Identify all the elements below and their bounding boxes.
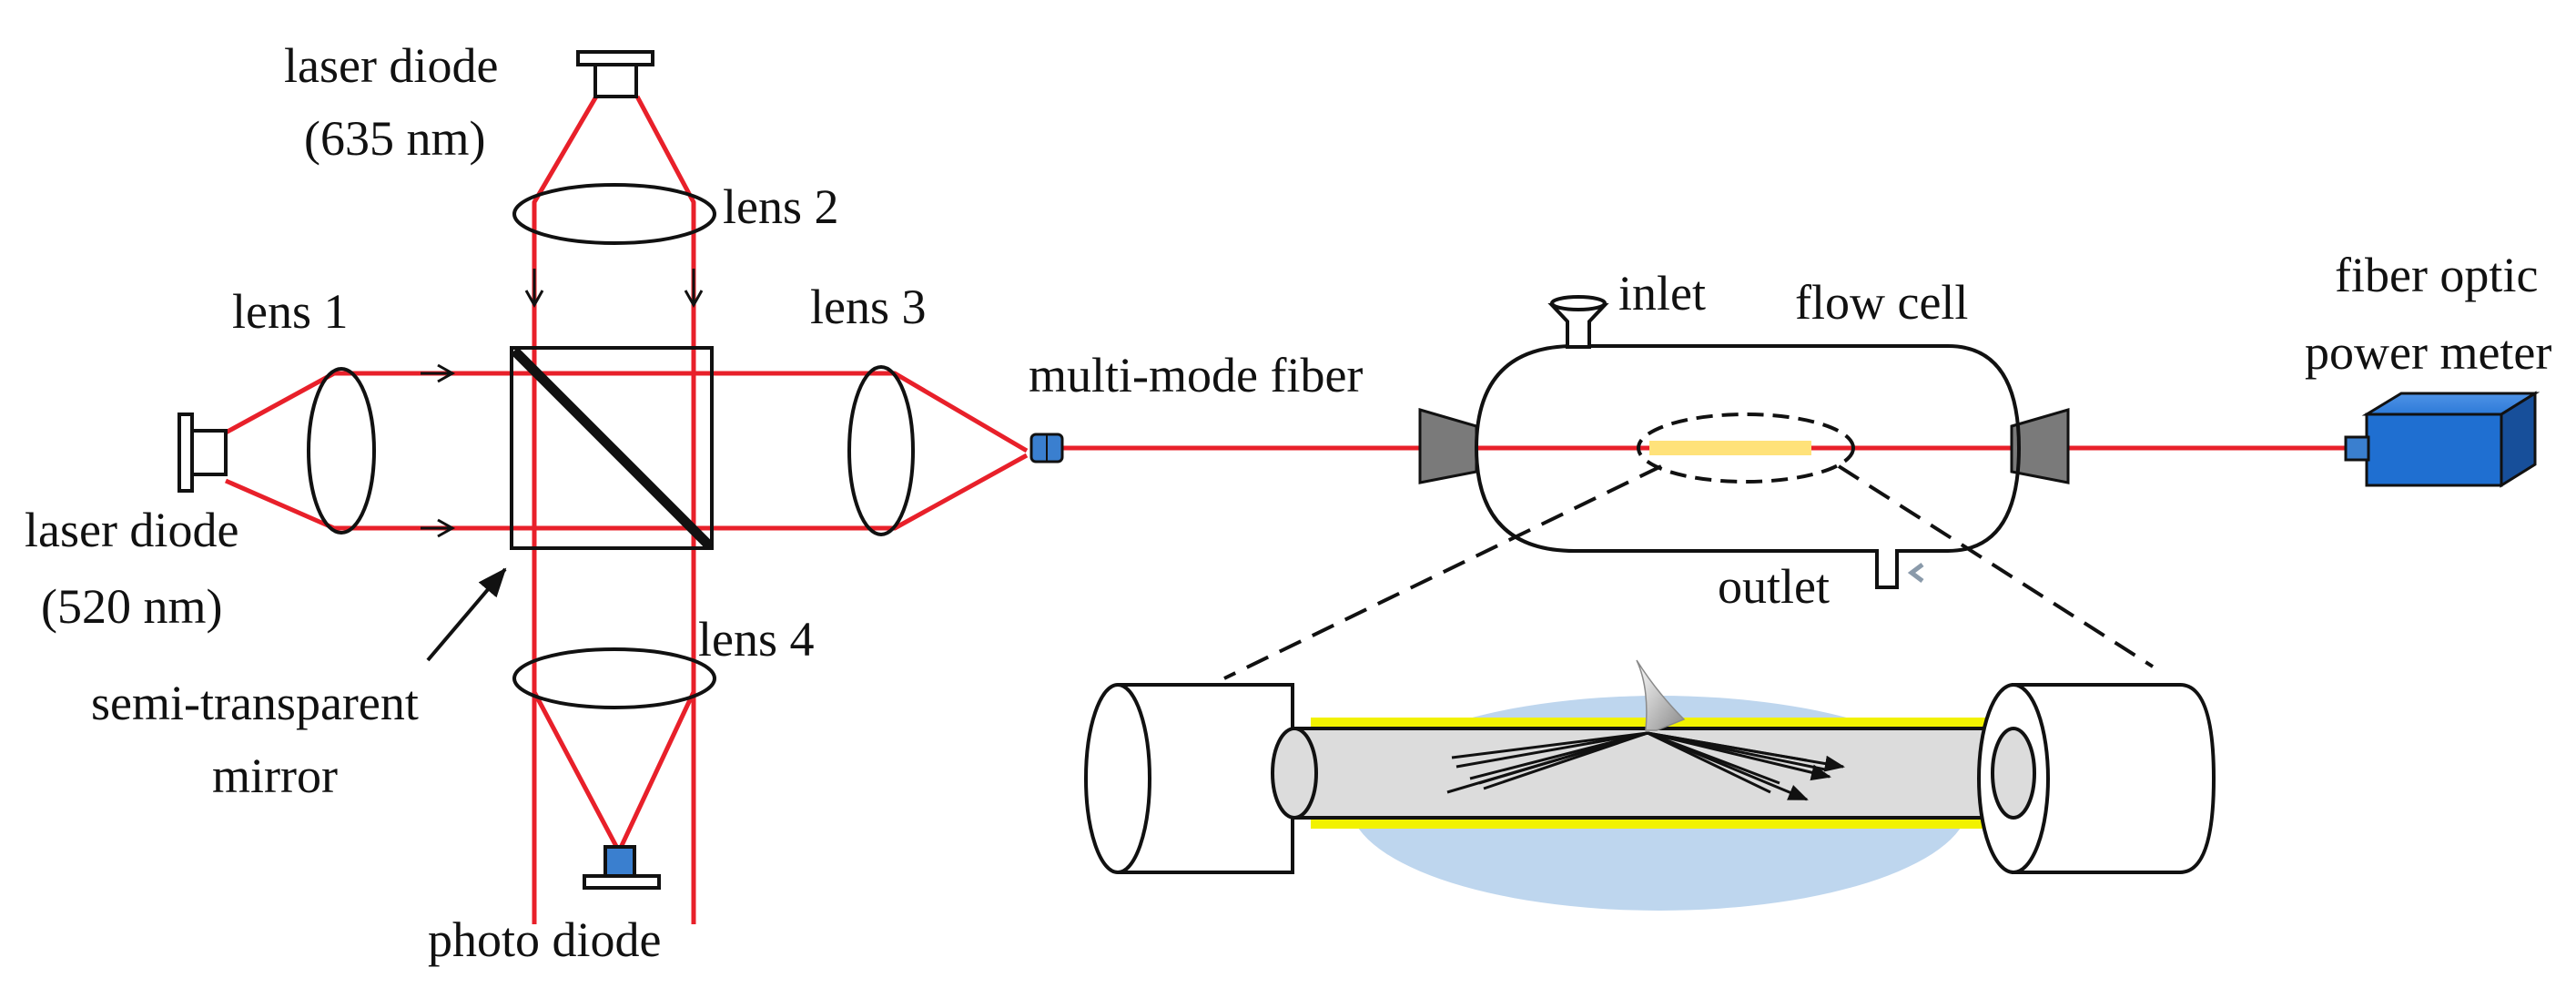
lens-3-icon bbox=[847, 365, 915, 536]
lens-1-label: lens 1 bbox=[232, 284, 349, 339]
zoomed-fiber-view bbox=[1084, 659, 2216, 911]
fiber-holder-left-icon bbox=[1418, 408, 1478, 484]
mirror-pointer-arrow bbox=[426, 567, 507, 662]
outlet-label: outlet bbox=[1718, 559, 1830, 614]
lens-3-label: lens 3 bbox=[810, 280, 927, 334]
inlet-funnel-icon bbox=[1547, 295, 1609, 349]
fiber-core-left-end bbox=[1271, 727, 1318, 820]
laser-diode-635-icon bbox=[576, 50, 654, 98]
peeled-cladding-flap bbox=[1636, 659, 1686, 731]
labels: laser diode (635 nm) lens 2 lens 1 lens … bbox=[25, 38, 2551, 967]
laser-diode-520-label: laser diode bbox=[25, 503, 238, 557]
zoom-line-left bbox=[1223, 464, 1662, 680]
power-meter-icon bbox=[2344, 391, 2541, 488]
lens-1-icon bbox=[307, 367, 376, 535]
mirror-label-line2: mirror bbox=[212, 749, 338, 803]
fiber-core-body bbox=[1291, 727, 2013, 820]
zoom-line-right bbox=[1837, 464, 2155, 668]
beam-splitter-cube bbox=[510, 346, 714, 550]
power-meter-label-line2: power meter bbox=[2305, 325, 2551, 380]
lens-2-icon bbox=[512, 183, 716, 245]
fiber-holder-right-icon bbox=[2010, 408, 2070, 484]
mirror-label-line1: semi-transparent bbox=[91, 676, 419, 730]
photo-diode-label: photo diode bbox=[428, 912, 661, 967]
flow-cell-label: flow cell bbox=[1795, 275, 1968, 330]
photo-diode-icon bbox=[583, 845, 661, 890]
scattered-light-rays bbox=[1446, 731, 1845, 801]
left-cylinder-end bbox=[1084, 683, 1151, 874]
outlet-pipe-icon bbox=[1875, 549, 1924, 589]
flow-cell-body bbox=[1474, 344, 2022, 553]
power-meter-label-line1: fiber optic bbox=[2335, 248, 2538, 302]
fiber-connector-icon bbox=[1029, 433, 1064, 463]
lens-4-icon bbox=[512, 647, 716, 709]
cladding-bottom bbox=[1311, 818, 1993, 829]
laser-beams bbox=[224, 95, 2358, 924]
laser-diode-635-label: laser diode bbox=[284, 38, 498, 93]
beam-direction-arrows bbox=[421, 269, 704, 538]
right-cylinder-holder bbox=[2012, 683, 2216, 874]
sensing-region-segment bbox=[1649, 441, 1811, 455]
sensing-region-highlight bbox=[1637, 413, 1855, 484]
lens-2-label: lens 2 bbox=[723, 179, 839, 234]
laser-diode-520-icon bbox=[177, 413, 228, 493]
laser-diode-520-wavelength: (520 nm) bbox=[41, 579, 222, 634]
inlet-label: inlet bbox=[1618, 266, 1706, 321]
fiber-label: multi-mode fiber bbox=[1029, 348, 1363, 402]
lens-4-label: lens 4 bbox=[698, 612, 815, 667]
laser-diode-635-wavelength: (635 nm) bbox=[304, 111, 485, 166]
fiber-core-right-end bbox=[1991, 727, 2036, 820]
